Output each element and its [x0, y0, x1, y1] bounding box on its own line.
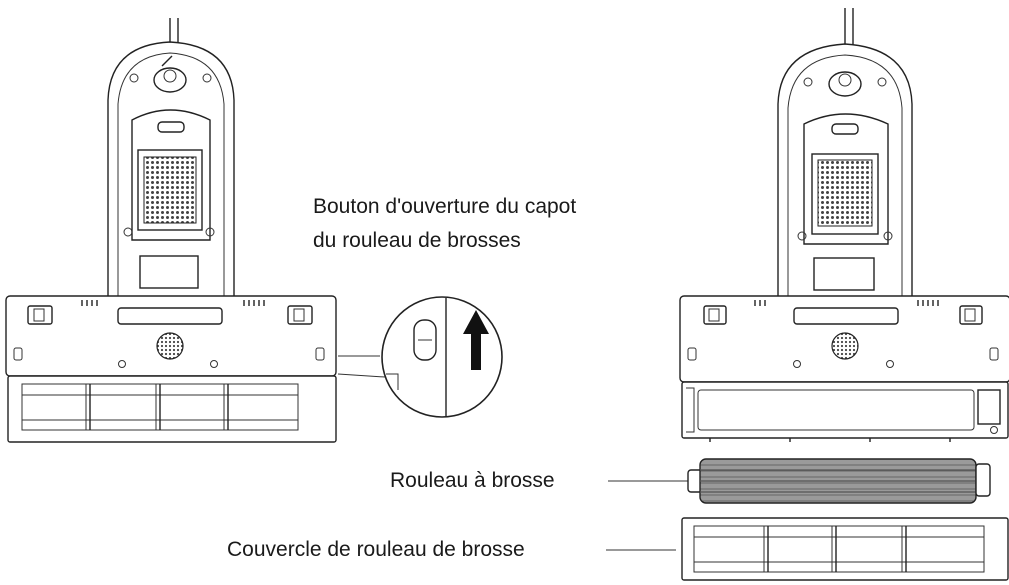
cover-button-detail	[337, 296, 503, 418]
brush-roll-cover-label: Couvercle de rouleau de brosse	[227, 538, 525, 561]
cover-button-label-line2: du rouleau de brosses	[313, 229, 521, 252]
vacuum-head-open	[679, 8, 1009, 442]
up-arrow-icon	[463, 310, 489, 370]
vacuum-head-closed	[5, 18, 337, 443]
cover-button-label-line1: Bouton d'ouverture du capot	[313, 195, 577, 218]
brush-roll-cover	[606, 517, 1009, 581]
brush-roll	[608, 458, 991, 504]
brush-roll-label: Rouleau à brosse	[390, 469, 555, 492]
